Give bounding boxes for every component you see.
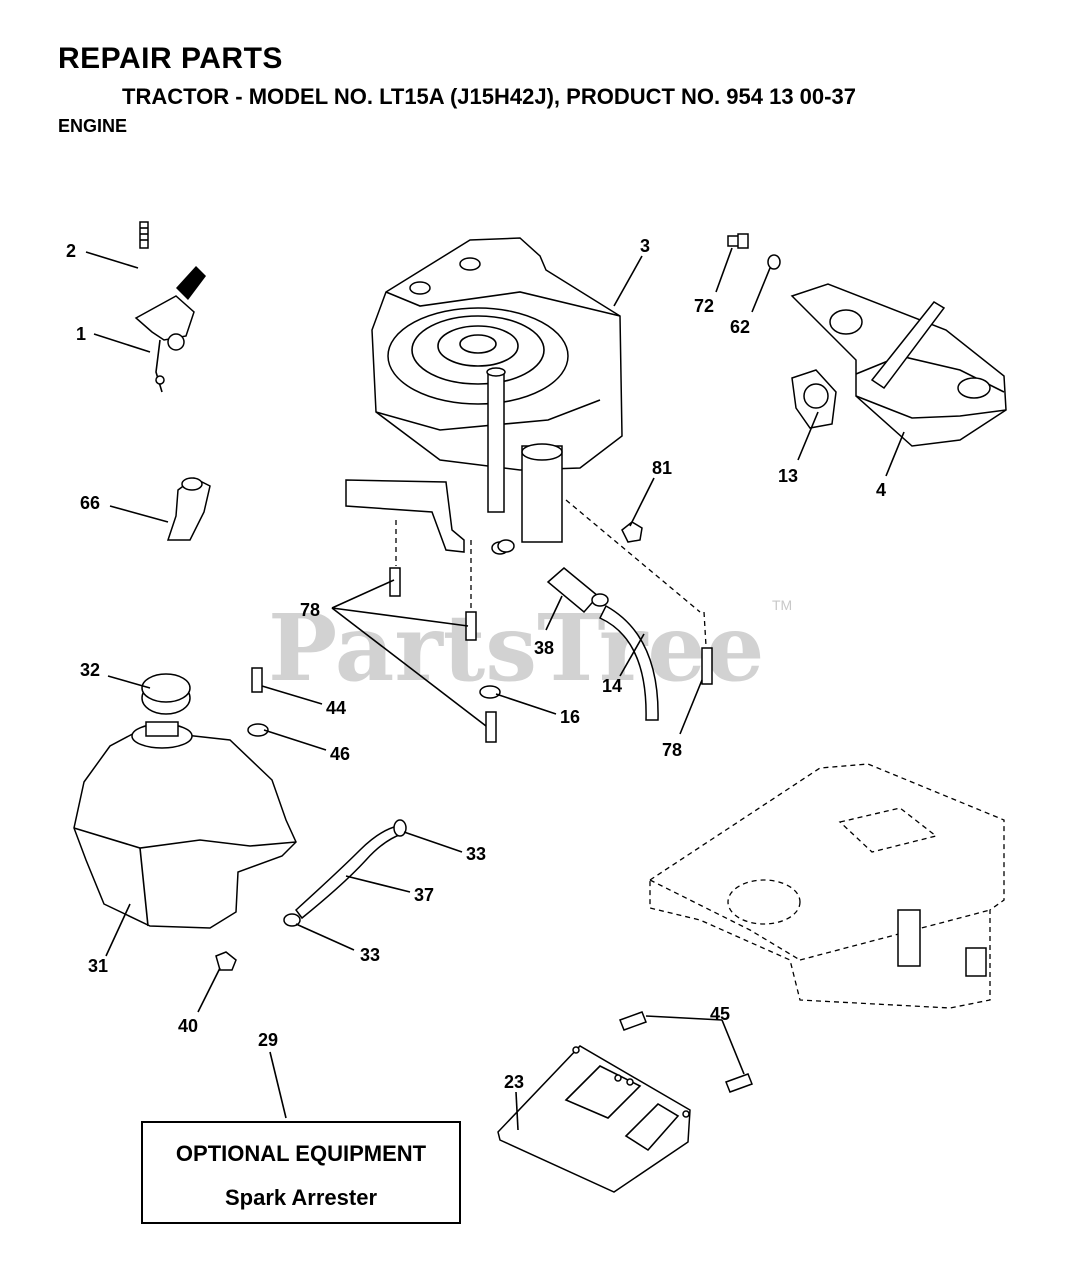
optional-equipment-heading: OPTIONAL EQUIPMENT [175, 1141, 427, 1166]
part-fuel-filter [497, 539, 609, 614]
part-spark-shield [497, 1011, 753, 1193]
callout-label: 33 [466, 844, 486, 864]
part-small-hardware [247, 667, 501, 737]
callout-label: 78 [662, 740, 682, 760]
callout-label: 3 [640, 236, 650, 256]
callout-label: 45 [710, 1004, 730, 1024]
callout-label: 44 [326, 698, 346, 718]
callout-label: 13 [778, 466, 798, 486]
callout-label: 72 [694, 296, 714, 316]
callout-label: 33 [360, 945, 380, 965]
part-bolt-washer [727, 233, 781, 270]
callout-label: 78 [300, 600, 320, 620]
callout-label: 14 [602, 676, 622, 696]
callout-label: 16 [560, 707, 580, 727]
part-screw [139, 221, 149, 249]
part-tank-hose [283, 819, 407, 927]
optional-equipment-box: OPTIONAL EQUIPMENT Spark Arrester [141, 1121, 461, 1224]
section-label: ENGINE [58, 116, 128, 136]
page-title: REPAIR PARTS [58, 42, 283, 75]
part-muffler [790, 283, 1007, 447]
part-fuel-hose [598, 604, 659, 721]
part-throttle-control [134, 266, 206, 393]
callout-label: 23 [504, 1072, 524, 1092]
callout-label: 66 [80, 493, 100, 513]
watermark-text: PartsTree [268, 594, 764, 702]
part-bolts [389, 520, 713, 743]
part-bracket [166, 477, 211, 541]
watermark-trademark: TM [772, 597, 792, 613]
callout-label: 4 [876, 480, 886, 500]
callout-label: 2 [66, 241, 76, 261]
callout-label: 29 [258, 1030, 278, 1050]
callout-label: 62 [730, 317, 750, 337]
callout-label: 32 [80, 660, 100, 680]
part-nut [565, 499, 709, 681]
page-subtitle: TRACTOR - MODEL NO. LT15A (J15H42J), PRO… [122, 84, 856, 109]
callout-label: 40 [178, 1016, 198, 1036]
leader-lines [85, 247, 905, 1131]
optional-equipment-item: Spark Arrester [224, 1185, 378, 1210]
part-frame [649, 763, 1005, 1009]
callout-label: 31 [88, 956, 108, 976]
part-tank-nut [215, 951, 237, 971]
callout-labels: 2 1 3 72 62 13 4 81 66 78 38 14 78 32 44… [66, 236, 886, 1092]
part-fuel-cap [141, 673, 191, 715]
callout-label: 37 [414, 885, 434, 905]
part-engine [345, 237, 623, 555]
callout-label: 46 [330, 744, 350, 764]
callout-label: 1 [76, 324, 86, 344]
callout-label: 38 [534, 638, 554, 658]
part-fuel-tank [73, 721, 297, 929]
callout-label: 81 [652, 458, 672, 478]
